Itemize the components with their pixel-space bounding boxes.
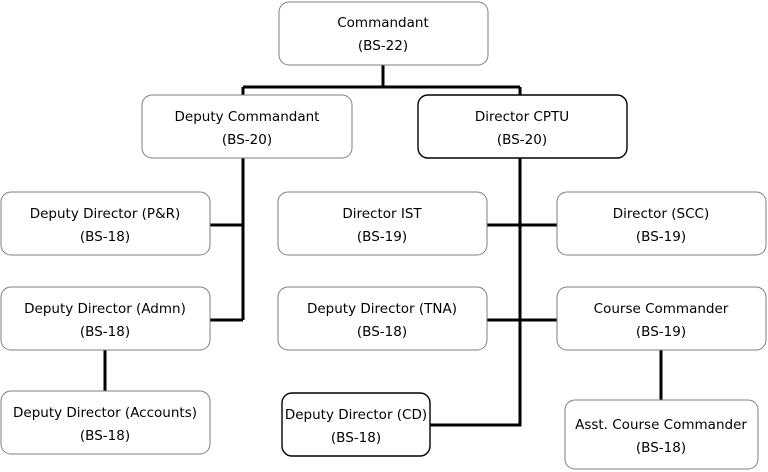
node-commandant: Commandant (BS-22) (278, 1, 489, 66)
node-deputy-commandant-grade: (BS-20) (222, 132, 272, 148)
node-director-scc: Director (SCC) (BS-19) (556, 191, 767, 256)
node-asst-course-commander: Asst. Course Commander (BS-18) (564, 399, 759, 470)
node-director-cptu-title: Director CPTU (475, 109, 569, 125)
node-deputy-commandant: Deputy Commandant (BS-20) (141, 94, 353, 159)
connector-lines (103, 65, 663, 427)
node-deputy-director-admn: Deputy Director (Admn) (BS-18) (0, 286, 211, 351)
connector-commandant-to-level2 (241, 65, 522, 95)
node-director-cptu-grade: (BS-20) (497, 132, 547, 148)
node-commandant-title: Commandant (337, 15, 429, 31)
node-deputy-director-pr-grade: (BS-18) (80, 229, 130, 245)
connector-deputy-commandant-branch (210, 158, 245, 322)
node-deputy-director-tna-title: Deputy Director (TNA) (307, 301, 457, 317)
node-director-ist: Director IST (BS-19) (277, 191, 488, 256)
node-deputy-director-cd-title: Deputy Director (CD) (285, 407, 427, 423)
node-deputy-director-accounts-grade: (BS-18) (80, 428, 130, 444)
node-director-cptu: Director CPTU (BS-20) (417, 94, 628, 159)
connector-director-cptu-branch (430, 158, 557, 427)
node-deputy-director-pr: Deputy Director (P&R) (BS-18) (0, 191, 211, 256)
node-commandant-grade: (BS-22) (358, 38, 408, 54)
node-deputy-director-accounts: Deputy Director (Accounts) (BS-18) (0, 390, 211, 455)
node-deputy-director-cd: Deputy Director (CD) (BS-18) (281, 392, 431, 457)
node-course-commander: Course Commander (BS-19) (556, 286, 767, 351)
node-asst-course-commander-title: Asst. Course Commander (575, 417, 747, 433)
node-deputy-director-tna-grade: (BS-18) (357, 324, 407, 340)
node-deputy-director-cd-grade: (BS-18) (331, 430, 381, 446)
node-course-commander-title: Course Commander (594, 301, 729, 317)
node-deputy-director-admn-title: Deputy Director (Admn) (24, 301, 186, 317)
node-deputy-director-tna: Deputy Director (TNA) (BS-18) (277, 286, 488, 351)
node-director-ist-title: Director IST (342, 206, 422, 222)
node-course-commander-grade: (BS-19) (636, 324, 686, 340)
node-deputy-commandant-title: Deputy Commandant (175, 109, 320, 125)
node-director-ist-grade: (BS-19) (357, 229, 407, 245)
node-deputy-director-pr-title: Deputy Director (P&R) (30, 206, 181, 222)
node-asst-course-commander-grade: (BS-18) (636, 440, 686, 456)
node-deputy-director-accounts-title: Deputy Director (Accounts) (13, 405, 197, 421)
node-director-scc-grade: (BS-19) (636, 229, 686, 245)
node-director-scc-title: Director (SCC) (613, 206, 709, 222)
node-deputy-director-admn-grade: (BS-18) (80, 324, 130, 340)
